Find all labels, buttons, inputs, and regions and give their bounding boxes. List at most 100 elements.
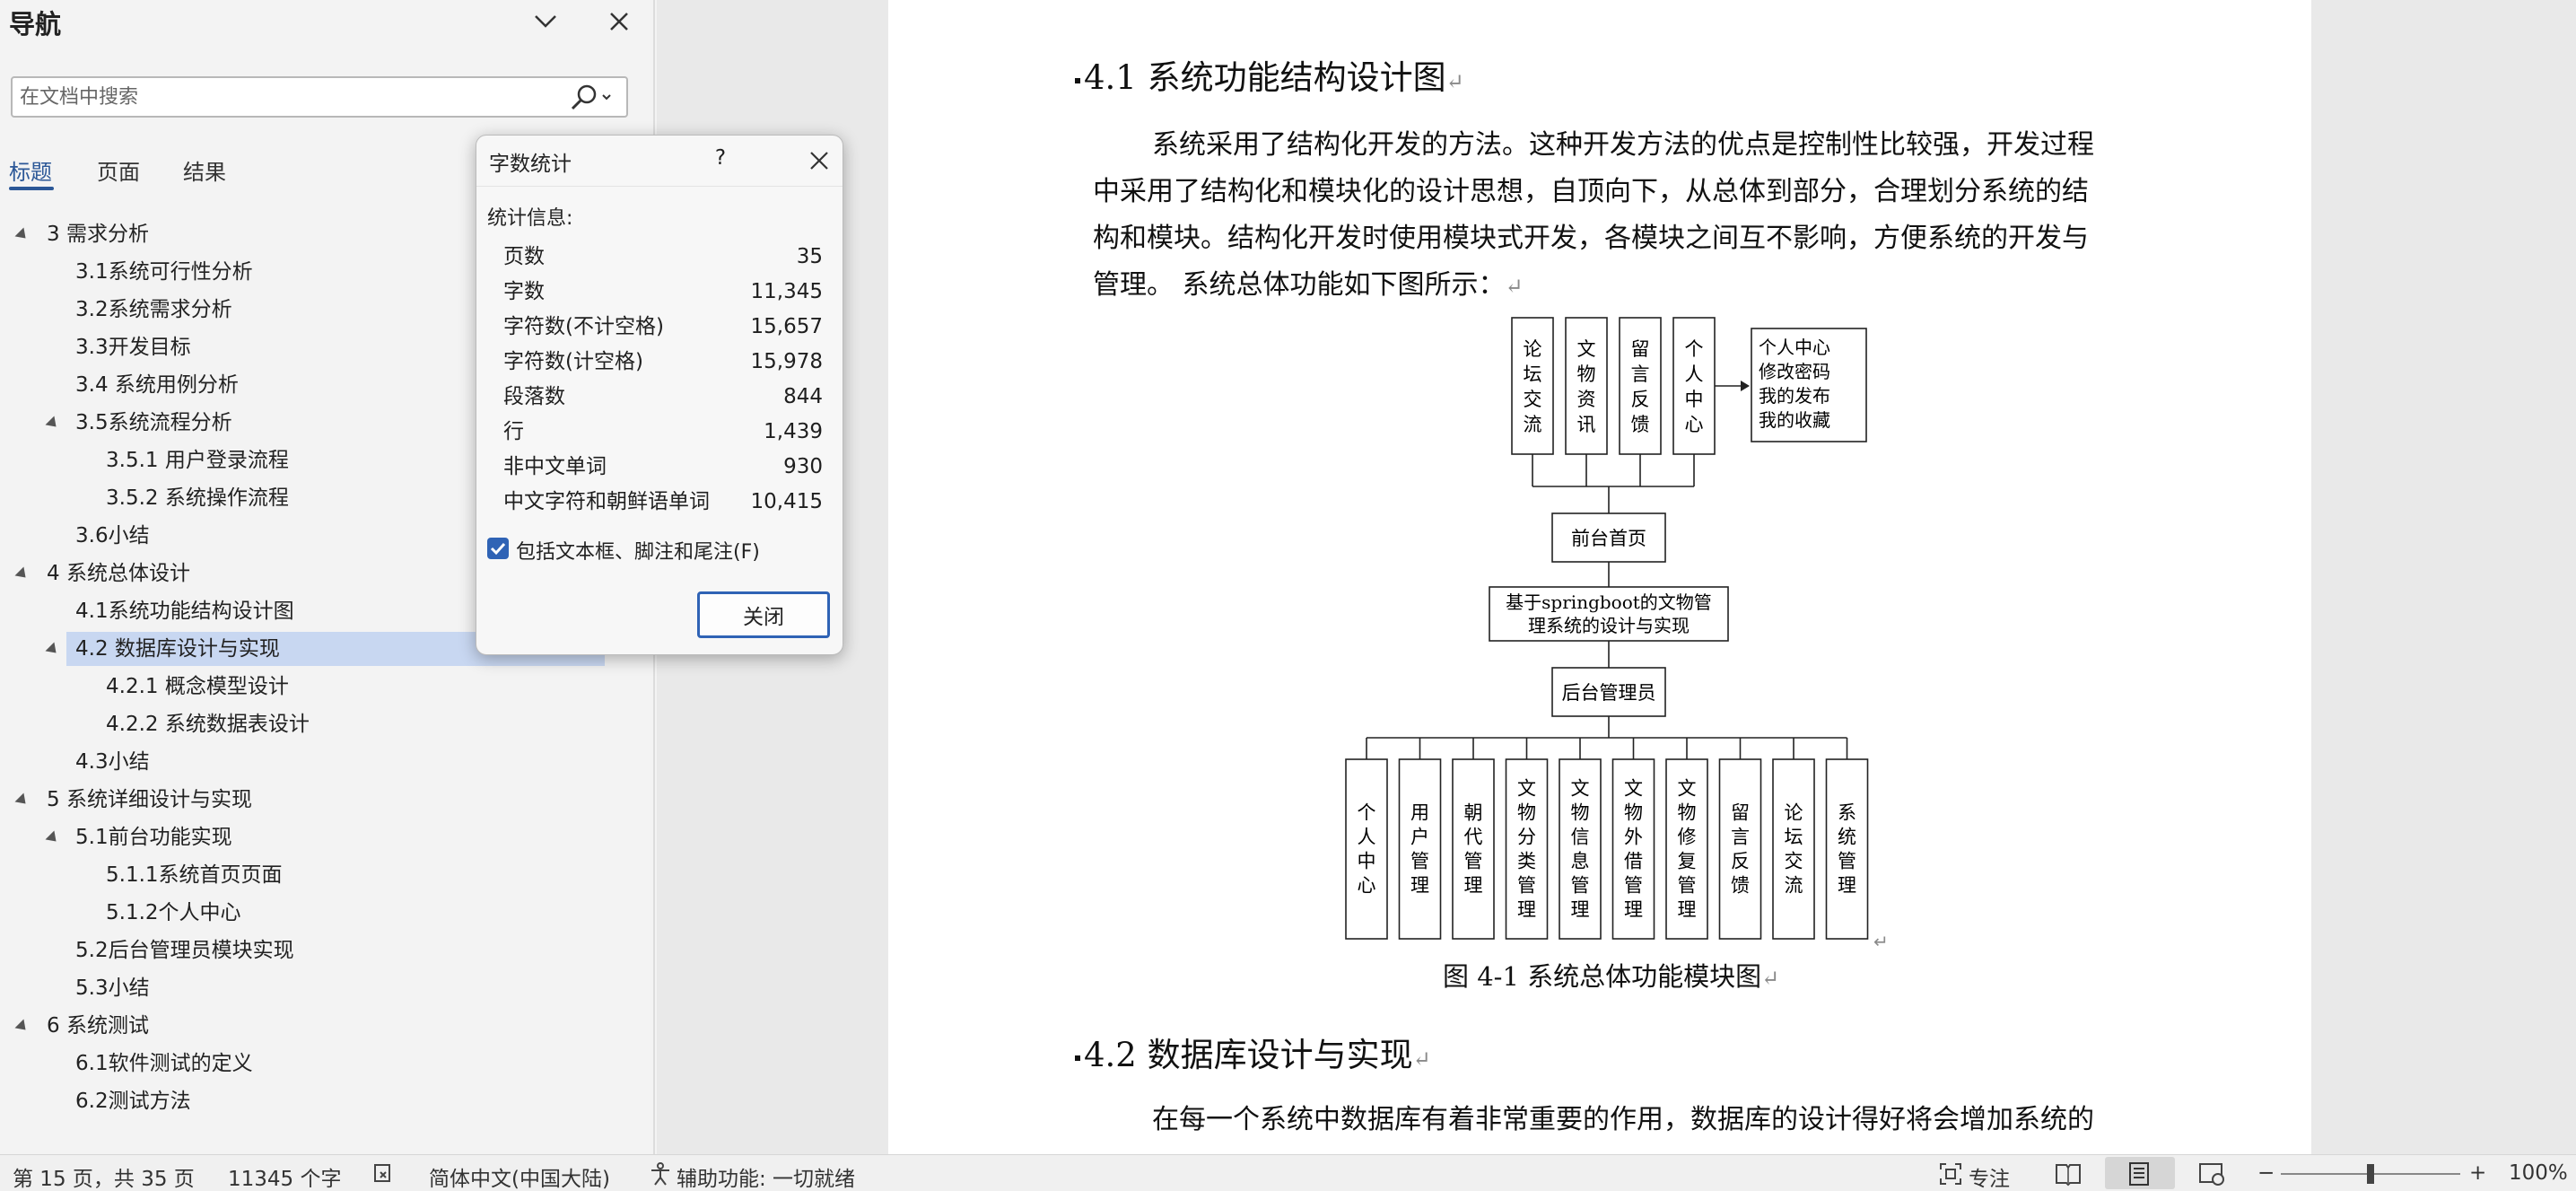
nav-heading-item[interactable]: 4.2.1 概念模型设计 xyxy=(0,670,628,704)
tab-results[interactable]: 结果 xyxy=(183,160,226,185)
module-char: 心 xyxy=(1685,414,1704,435)
nav-heading-item[interactable]: 3.6小结 xyxy=(0,519,628,553)
word-count[interactable]: 11345 个字 xyxy=(228,1168,342,1191)
nav-options-button[interactable] xyxy=(528,4,563,39)
nav-heading-item[interactable]: 5.1.1系统首页页面 xyxy=(0,858,628,892)
nav-heading-label: 5.3小结 xyxy=(75,976,150,1000)
zoom-slider-thumb[interactable] xyxy=(2367,1164,2374,1184)
tab-pages[interactable]: 页面 xyxy=(97,160,140,185)
zoom-slider[interactable] xyxy=(2281,1164,2460,1184)
search-input[interactable] xyxy=(20,82,558,112)
checkbox-label[interactable]: 包括文本框、脚注和尾注(F) xyxy=(516,541,760,564)
nav-title: 导航 xyxy=(9,9,62,39)
module-char: 管 xyxy=(1678,875,1697,897)
module-char: 资 xyxy=(1577,389,1596,410)
nav-heading-item[interactable]: 5.2后台管理员模块实现 xyxy=(0,933,628,968)
nav-heading-label: 4.2.1 概念模型设计 xyxy=(106,675,289,698)
tab-headings[interactable]: 标题 xyxy=(9,160,52,185)
collapse-triangle-icon[interactable] xyxy=(45,830,61,846)
zoom-level[interactable]: 100% xyxy=(2509,1161,2568,1185)
collapse-triangle-icon[interactable] xyxy=(45,642,61,658)
module-char: 信 xyxy=(1571,827,1590,848)
nav-heading-item[interactable]: 4.1系统功能结构设计图 xyxy=(0,594,628,628)
nav-heading-item[interactable]: 4.3小结 xyxy=(0,745,628,779)
zoom-in-button[interactable]: + xyxy=(2469,1161,2487,1185)
stat-label: 页数 xyxy=(503,245,545,268)
heading-4-1[interactable]: 4.1 系统功能结构设计图↵ xyxy=(1075,50,1464,99)
nav-heading-item[interactable]: 3.5系统流程分析 xyxy=(0,406,628,440)
collapse-triangle-icon[interactable] xyxy=(14,227,31,243)
search-icon[interactable] xyxy=(569,83,614,116)
nav-heading-item[interactable]: 3.2系统需求分析 xyxy=(0,293,628,327)
heading-4-2[interactable]: 4.2 数据库设计与实现↵ xyxy=(1075,1028,1431,1076)
nav-heading-label: 3.5.1 用户登录流程 xyxy=(106,449,289,472)
accessibility-status[interactable]: 辅助功能: 一切就绪 xyxy=(677,1168,856,1191)
nav-search-box[interactable] xyxy=(11,76,628,118)
front-module-box xyxy=(1672,317,1716,455)
back-module-box xyxy=(1665,758,1708,940)
heading-bullet xyxy=(1075,1055,1080,1061)
para-line: 管理。 系统总体功能如下图所示：↵ xyxy=(1093,269,1524,301)
nav-heading-item[interactable]: 3.5.2 系统操作流程 xyxy=(0,481,628,515)
collapse-triangle-icon[interactable] xyxy=(14,793,31,809)
collapse-triangle-icon[interactable] xyxy=(45,416,61,432)
nav-heading-item[interactable]: 3.1系统可行性分析 xyxy=(0,255,628,289)
nav-heading-label: 3.1系统可行性分析 xyxy=(75,260,253,284)
nav-heading-label: 6.2测试方法 xyxy=(75,1090,191,1113)
document-page[interactable]: 4.1 系统功能结构设计图↵ 系统采用了结构化开发的方法。这种开发方法的优点是控… xyxy=(888,0,2311,1154)
module-char: 人 xyxy=(1358,827,1376,848)
module-char: 分 xyxy=(1517,827,1536,848)
module-char: 馈 xyxy=(1631,414,1650,435)
focus-mode[interactable]: 专注 xyxy=(1969,1168,2010,1191)
nav-heading-item[interactable]: 5.3小结 xyxy=(0,971,628,1005)
system-title-line: 基于springboot的文物管 xyxy=(1506,591,1712,613)
nav-heading-label: 4.1系统功能结构设计图 xyxy=(75,600,294,623)
stat-row: 字符数(计空格)15,978 xyxy=(503,345,823,379)
collapse-triangle-icon[interactable] xyxy=(14,566,31,582)
zoom-out-button[interactable]: − xyxy=(2257,1161,2275,1185)
page-count[interactable]: 第 15 页，共 35 页 xyxy=(13,1168,195,1191)
nav-heading-label: 5.2后台管理员模块实现 xyxy=(75,939,294,962)
paragraph-mark: ↵ xyxy=(1873,931,1889,951)
nav-heading-item[interactable]: 3.5.1 用户登录流程 xyxy=(0,443,628,477)
print-layout-icon xyxy=(2129,1162,2149,1186)
stat-label: 字数 xyxy=(503,280,545,303)
nav-heading-item[interactable]: 3 需求分析 xyxy=(0,217,628,251)
module-char: 理 xyxy=(1571,899,1590,921)
nav-heading-label: 5.1.1系统首页页面 xyxy=(106,863,283,887)
para-line: 系统采用了结构化开发的方法。这种开发方法的优点是控制性比较强，开发过程 xyxy=(1152,129,2094,161)
include-textbox-checkbox[interactable] xyxy=(487,538,509,559)
admin-box xyxy=(1551,667,1666,717)
nav-close-button[interactable] xyxy=(601,4,637,39)
close-button[interactable]: 关闭 xyxy=(697,591,830,638)
module-char: 理 xyxy=(1517,899,1536,921)
nav-heading-item[interactable]: 6 系统测试 xyxy=(0,1009,628,1043)
focus-icon[interactable] xyxy=(1938,1161,1963,1191)
nav-heading-label: 3 需求分析 xyxy=(47,223,149,246)
web-layout-icon[interactable] xyxy=(2198,1161,2225,1191)
proofing-icon[interactable] xyxy=(371,1161,398,1191)
language-indicator[interactable]: 简体中文(中国大陆) xyxy=(429,1168,610,1191)
nav-heading-item[interactable]: 6.2测试方法 xyxy=(0,1084,628,1118)
read-mode-icon[interactable] xyxy=(2055,1161,2082,1191)
nav-heading-item[interactable]: 3.4 系统用例分析 xyxy=(0,368,628,402)
accessibility-icon[interactable] xyxy=(648,1161,673,1191)
nav-heading-item[interactable]: 3.3开发目标 xyxy=(0,330,628,364)
nav-heading-item[interactable]: 5 系统详细设计与实现 xyxy=(0,783,628,817)
nav-heading-item[interactable]: 5.1.2个人中心 xyxy=(0,896,628,930)
nav-heading-item[interactable]: 5.1前台功能实现 xyxy=(0,820,628,854)
dialog-close-button[interactable] xyxy=(803,144,835,177)
personal-center-detail-box xyxy=(1751,328,1867,442)
print-layout-button[interactable] xyxy=(2105,1157,2175,1189)
nav-heading-item[interactable]: 4 系统总体设计 xyxy=(0,556,628,591)
collapse-triangle-icon[interactable] xyxy=(14,1019,31,1035)
active-tab-indicator xyxy=(9,187,54,190)
module-char: 文 xyxy=(1517,778,1536,800)
nav-heading-item[interactable]: 4.2.2 系统数据表设计 xyxy=(0,707,628,741)
back-module-box xyxy=(1452,758,1495,940)
front-module-box xyxy=(1511,317,1554,455)
help-button[interactable]: ? xyxy=(714,146,727,170)
close-icon xyxy=(810,152,828,170)
nav-heading-item[interactable]: 6.1软件测试的定义 xyxy=(0,1047,628,1081)
